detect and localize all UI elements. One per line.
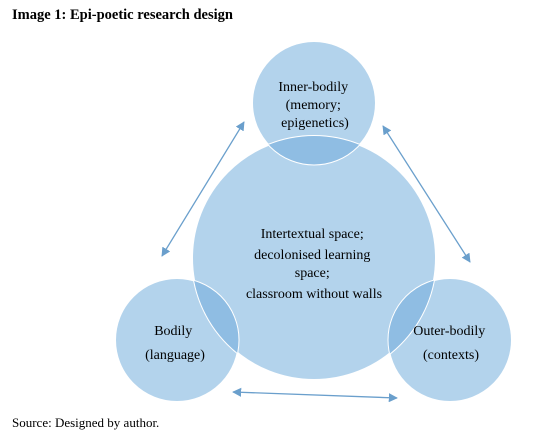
center-label: Intertextual space; decolonised learning… [246,227,382,302]
bodily-label: Bodily (language) [145,324,205,363]
arrow-bodily-outer [232,387,398,403]
outer-bodily-label-line: (contexts) [423,348,479,363]
center-label-line: classroom without walls [246,287,382,302]
overlap-inner-bodily [251,136,377,166]
bodily-label-line: (language) [145,348,205,363]
figure-title: Image 1: Epi-poetic research design [12,7,233,23]
center-label-line: space; [295,266,330,281]
outer-bodily-label-line: Outer-bodily [413,324,485,339]
inner-bodily-label: Inner-bodily (memory; epigenetics) [278,80,351,131]
center-label-line: decolonised learning [254,248,370,263]
bodily-label-line: Bodily [154,324,192,339]
center-label-line: Intertextual space; [261,227,364,242]
arrow-inner-outer [382,125,471,263]
figure-source: Source: Designed by author. [12,415,160,430]
arrow-bodily-inner [161,121,245,257]
outer-bodily-label: Outer-bodily (contexts) [413,324,489,363]
inner-bodily-label-line: (memory; [286,98,341,113]
inner-bodily-label-line: epigenetics) [281,116,349,131]
inner-bodily-label-line: Inner-bodily [278,80,348,95]
